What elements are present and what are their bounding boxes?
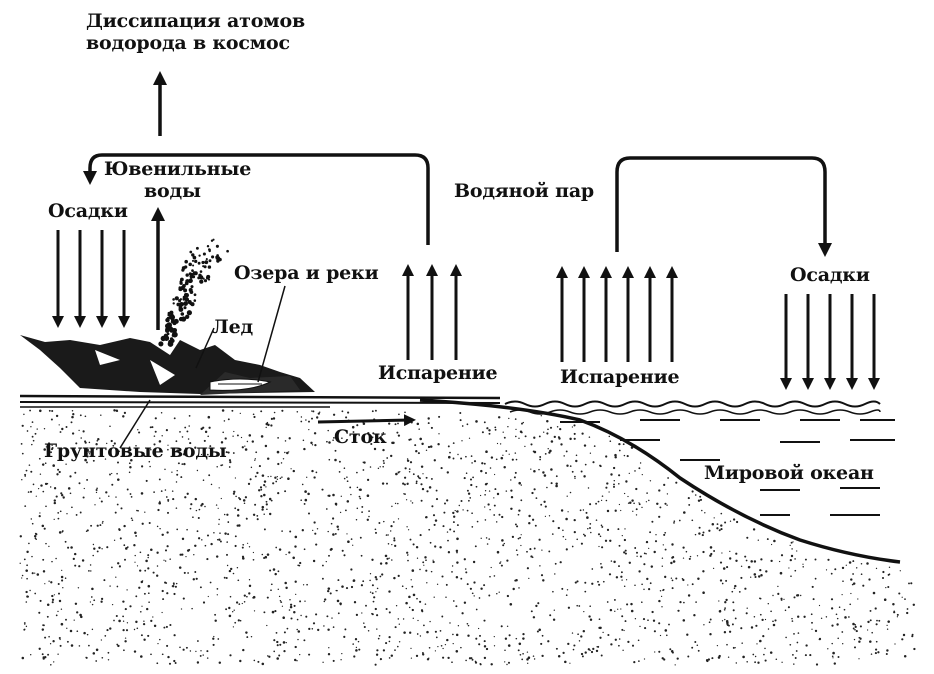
mountains-ice bbox=[20, 335, 315, 395]
water-vapor-flow-land bbox=[83, 153, 430, 245]
dissipation-label: Диссипация атомов водорода в космос bbox=[86, 10, 305, 54]
volcanic-plume bbox=[158, 238, 229, 347]
dissipation-label-line2: водорода в космос bbox=[86, 32, 290, 54]
precipitation-ocean-arrows bbox=[780, 294, 880, 390]
juvenile-waters-label: Ювенильные воды bbox=[104, 158, 251, 202]
juvenile-waters-label-line2: воды bbox=[144, 180, 201, 202]
ocean-floor-line bbox=[419, 398, 901, 564]
ground-stipple bbox=[19, 409, 916, 666]
ocean-wave-line bbox=[504, 400, 881, 408]
runoff-arrow bbox=[317, 414, 416, 427]
evaporation-land-arrows bbox=[402, 264, 462, 360]
runoff-label: Сток bbox=[334, 426, 387, 448]
ice-label: Лед bbox=[212, 316, 253, 338]
dissipation-label-line1: Диссипация атомов bbox=[86, 10, 305, 32]
groundwater-label: Грунтовые воды bbox=[44, 440, 227, 462]
evaporation-ocean-label: Испарение bbox=[560, 366, 680, 388]
juvenile-waters-label-line1: Ювенильные bbox=[104, 158, 252, 180]
evaporation-ocean-arrows bbox=[556, 266, 678, 362]
precipitation-land-label: Осадки bbox=[48, 200, 128, 222]
water-vapor-flow-ocean bbox=[615, 156, 832, 257]
lake bbox=[209, 378, 272, 391]
leader-lines bbox=[119, 285, 286, 449]
water-vapor-label: Водяной пар bbox=[454, 180, 595, 202]
world-ocean-label: Мировой океан bbox=[704, 462, 874, 484]
evaporation-land-label: Испарение bbox=[378, 362, 498, 384]
precipitation-land-arrows bbox=[52, 230, 130, 328]
land-surface bbox=[19, 394, 501, 408]
precipitation-ocean-label: Осадки bbox=[790, 264, 870, 286]
ocean bbox=[419, 398, 901, 564]
lakes-rivers-label: Озера и реки bbox=[234, 262, 379, 284]
